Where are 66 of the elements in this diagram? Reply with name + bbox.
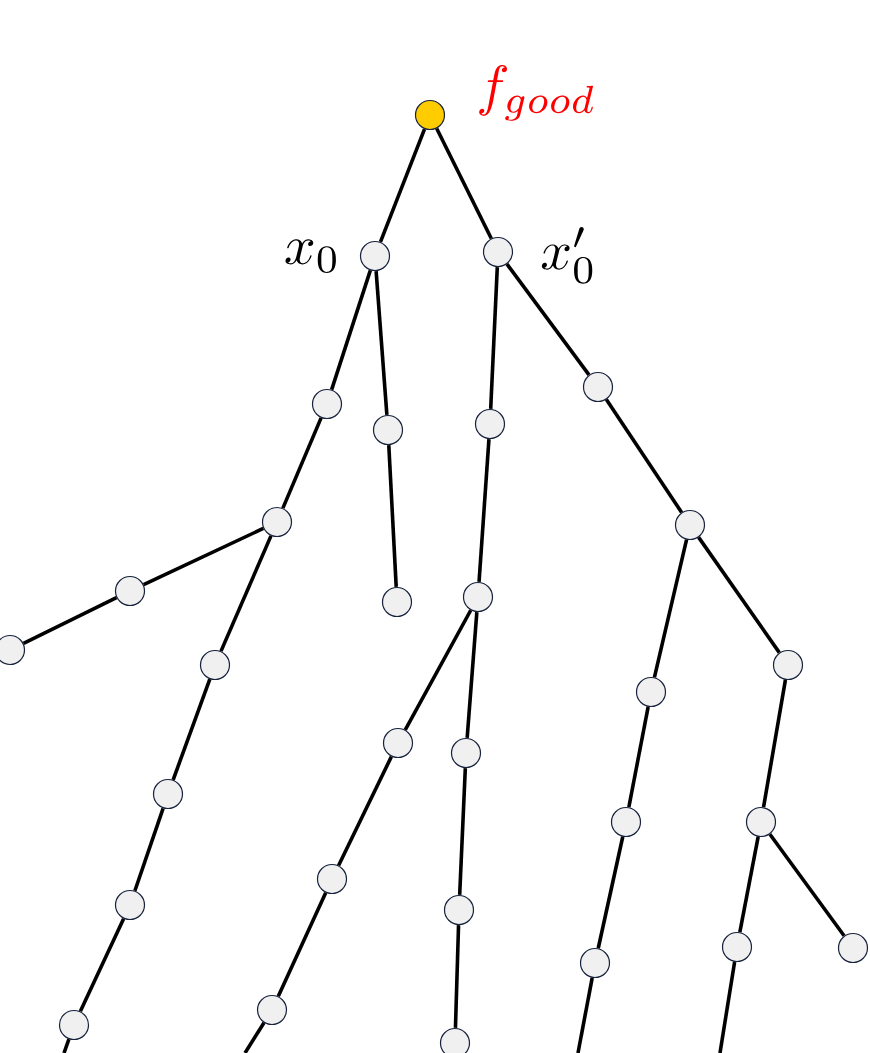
- tree-node: [443, 894, 475, 926]
- tree-node: [372, 414, 404, 446]
- tree-node: [381, 586, 413, 618]
- tree-node: [0, 634, 26, 666]
- tree-edge: [403, 609, 473, 731]
- tree-edge: [718, 961, 737, 1053]
- tree-edge: [133, 807, 165, 892]
- tree-node: [199, 649, 231, 681]
- tree-node: [610, 806, 642, 838]
- tree-edge: [219, 535, 273, 652]
- tree-edge: [336, 755, 394, 867]
- tree-node: [316, 863, 348, 895]
- tree-edge: [78, 917, 126, 1013]
- tree-edge: [387, 445, 398, 588]
- tree-edge: [697, 536, 781, 654]
- tree-node: [674, 509, 706, 541]
- tree-node: [462, 581, 494, 613]
- tree-edge: [627, 706, 650, 808]
- tree-edge: [488, 267, 500, 409]
- tree-node: [382, 727, 414, 759]
- tree-node: [579, 947, 611, 979]
- tree-edge: [738, 836, 760, 933]
- tree-edge: [243, 1021, 266, 1053]
- tree-node: [256, 994, 288, 1026]
- tree-node: [837, 932, 869, 964]
- tree-node: [772, 649, 804, 681]
- tree-edge: [453, 925, 461, 1028]
- tree-node: [311, 388, 343, 420]
- tree-edge: [22, 596, 118, 645]
- tree-node: [721, 931, 753, 963]
- tree-edge: [281, 417, 323, 509]
- tree-node: [439, 1027, 471, 1053]
- tree-node: [582, 371, 614, 403]
- tree-edge: [457, 768, 468, 895]
- tree-edge: [378, 128, 427, 243]
- tree-edge: [761, 679, 788, 808]
- tree-node: [114, 889, 146, 921]
- tree-edge: [171, 678, 212, 781]
- tree-node: [261, 506, 293, 538]
- tree-edge: [62, 1038, 71, 1053]
- tree-node: [482, 236, 514, 268]
- tree-edge: [142, 526, 265, 587]
- tree-node: [745, 806, 777, 838]
- tree-node: [635, 676, 667, 708]
- tree-edge: [374, 270, 389, 416]
- tree-edge: [576, 977, 594, 1053]
- tree-edge: [477, 438, 491, 583]
- tree-node: [58, 1009, 90, 1041]
- tree-edge: [768, 833, 846, 937]
- math-label: $x_0$: [285, 239, 336, 273]
- tree-edge: [329, 269, 373, 391]
- tree-edge: [652, 539, 689, 678]
- tree-node: [474, 408, 506, 440]
- tree-edge: [465, 611, 479, 739]
- tree-node: [359, 240, 391, 272]
- tree-node: [414, 99, 446, 131]
- tree-edge: [604, 398, 684, 514]
- math-label: $x'_0$: [541, 227, 593, 284]
- tree-edge: [505, 263, 591, 376]
- math-label: $f_{good}$: [479, 65, 594, 121]
- tree-node: [450, 737, 482, 769]
- tree-edge: [596, 836, 625, 949]
- tree-node: [152, 778, 184, 810]
- tree-edge: [276, 892, 328, 998]
- tree-edge: [435, 127, 493, 240]
- tree-node: [114, 575, 146, 607]
